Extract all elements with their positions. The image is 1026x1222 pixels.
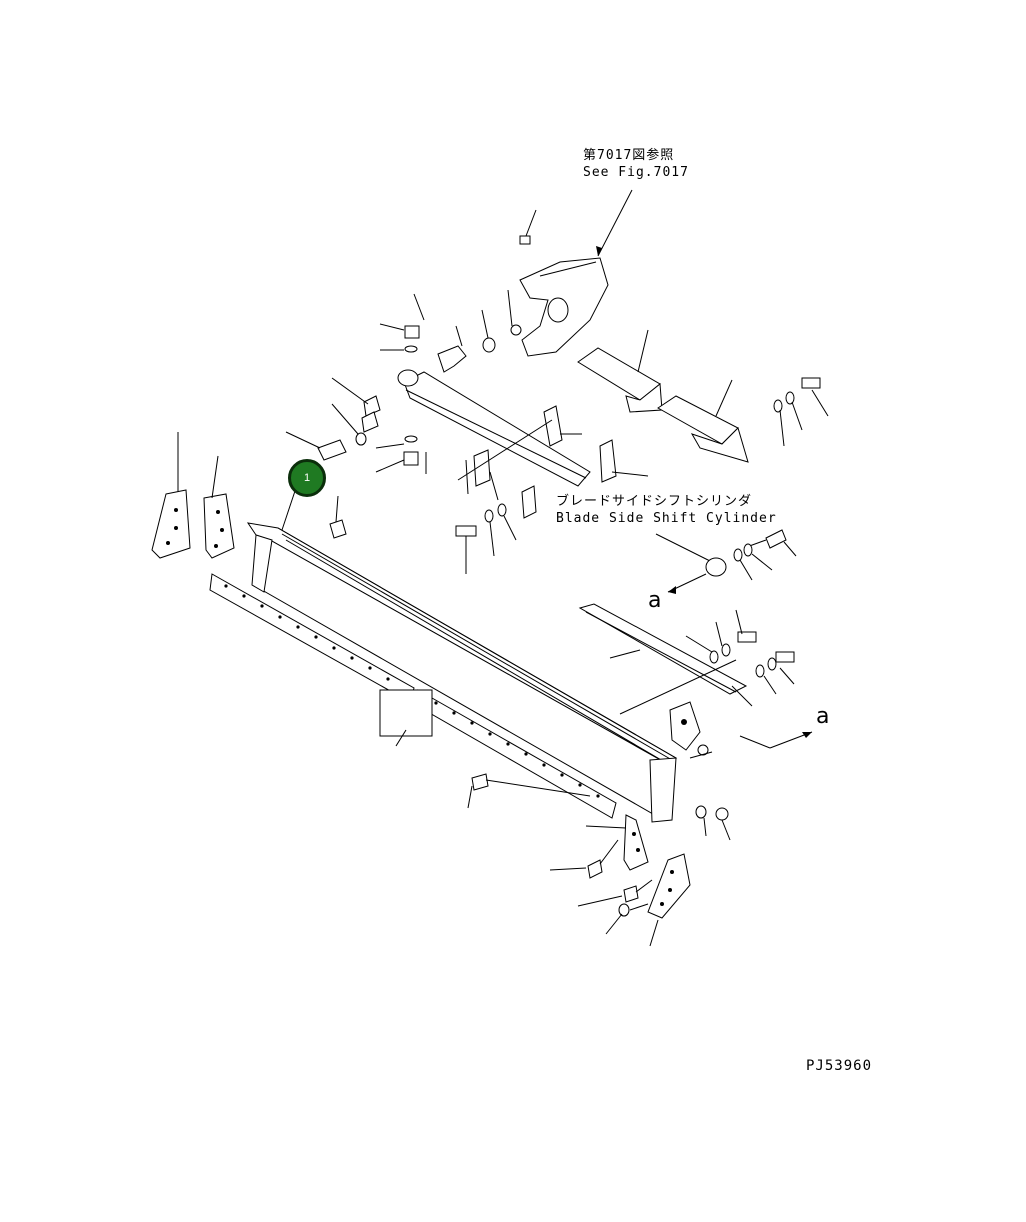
end-bit-left-inner [203, 493, 235, 559]
view-marker-a-lower: a [816, 704, 830, 729]
end-bracket-right [669, 701, 701, 751]
side-plate-upper [577, 347, 663, 413]
cutting-edge-holes [224, 584, 600, 798]
end-bit-left-outer [151, 489, 191, 559]
pivot-shaft [397, 369, 591, 487]
guide-rail [578, 603, 748, 695]
view-marker-a-upper: a [648, 588, 662, 613]
end-bit-right-outer [647, 853, 691, 919]
reference-label-japanese: 第7017図参照 [583, 148, 675, 163]
leader-lines [177, 189, 829, 947]
end-bit-right-inner [623, 814, 649, 871]
cylinder-label-english: Blade Side Shift Cylinder [556, 511, 777, 526]
blade-main-body [246, 522, 678, 823]
hardware [317, 235, 821, 917]
reference-label-english: See Fig.7017 [583, 165, 689, 180]
side-shift-cylinder [655, 529, 787, 577]
side-plate-lower [657, 395, 749, 463]
cylinder-label-japanese: ブレードサイドシフトシリンダ [556, 494, 753, 509]
part-callout-1[interactable]: 1 [288, 459, 326, 497]
upper-bracket [519, 257, 609, 357]
figure-code: PJ53960 [806, 1058, 873, 1074]
